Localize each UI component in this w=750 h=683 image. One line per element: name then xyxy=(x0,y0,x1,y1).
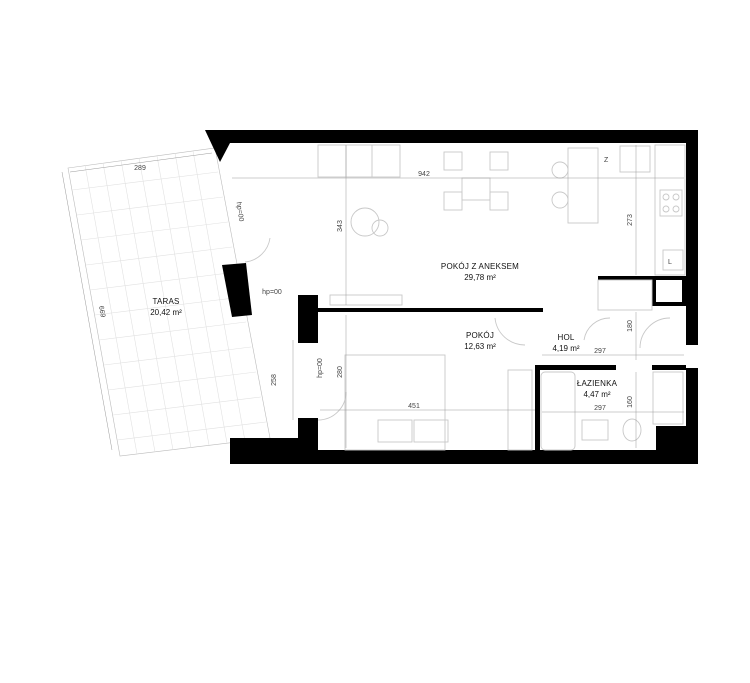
door-swing-entrance xyxy=(639,317,671,349)
wall-bottom xyxy=(230,450,698,464)
coffee-table xyxy=(350,207,380,237)
kitchen-sink xyxy=(662,249,684,271)
bar-stool xyxy=(551,161,569,179)
door-swing-bath xyxy=(583,317,611,341)
dim-terrace-top: 289 xyxy=(134,165,146,172)
shower xyxy=(652,371,684,425)
terrace-grid xyxy=(71,150,267,455)
dimension-lines xyxy=(232,145,684,448)
chair xyxy=(489,151,509,171)
fridge xyxy=(619,145,651,173)
wall-bath-corner xyxy=(656,426,686,450)
bedroom-name: POKÓJ xyxy=(466,331,494,340)
hall-area: 4,19 m² xyxy=(552,344,579,353)
pillow xyxy=(377,419,413,443)
dim-bedroom-width: 451 xyxy=(408,403,420,410)
wall-bath-top-right xyxy=(652,365,686,370)
dim-living-width: 942 xyxy=(418,171,430,178)
furniture: Z L xyxy=(317,144,686,451)
wall-right-lower xyxy=(686,368,698,464)
dim-hall-height: 180 xyxy=(627,320,634,332)
bathtub xyxy=(540,371,576,451)
chair xyxy=(443,191,463,211)
wall-right-mid xyxy=(686,280,698,345)
wall-right-upper xyxy=(686,130,698,280)
dim-living-height: 343 xyxy=(337,220,344,232)
kitchen-counter xyxy=(654,144,686,276)
toilet xyxy=(622,418,642,442)
walls xyxy=(205,130,698,464)
dim-bath-height: 160 xyxy=(627,396,634,408)
terrace-name: TARAS xyxy=(152,297,179,306)
bed xyxy=(344,354,446,451)
dining-table xyxy=(461,177,491,201)
bathroom-name: ŁAZIENKA xyxy=(577,379,618,388)
door-swing-bedroom xyxy=(494,317,526,346)
shaft-opening xyxy=(656,280,682,302)
kitchen-island xyxy=(567,147,599,224)
door-tag-upper: hp=00 xyxy=(235,202,245,223)
dim-hall-width: 297 xyxy=(594,348,606,355)
living-room-area: 29,78 m² xyxy=(464,273,496,282)
wall-top xyxy=(205,130,698,162)
chair xyxy=(443,151,463,171)
dim-bath-width: 297 xyxy=(594,405,606,412)
wall-left-bottom xyxy=(230,438,318,464)
chair xyxy=(489,191,509,211)
door-swing-terrace xyxy=(244,237,271,263)
wall-wardrobe-top xyxy=(598,276,652,280)
fridge-mark: Z xyxy=(604,157,609,164)
dim-bedroom-height: 280 xyxy=(337,366,344,378)
bedroom-area: 12,63 m² xyxy=(464,342,496,351)
dim-kitchen-height: 273 xyxy=(627,214,634,226)
threshold-upper: hp=00 xyxy=(262,289,282,296)
doors xyxy=(244,237,671,421)
hall-name: HOL xyxy=(557,333,574,342)
wall-bath-left xyxy=(535,365,540,453)
side-table xyxy=(371,219,389,237)
tv-cabinet xyxy=(329,294,403,306)
wall-bedroom-top xyxy=(318,308,543,312)
terrace-area: 20,42 m² xyxy=(150,308,182,317)
wall-bath-top xyxy=(540,365,616,370)
terrace xyxy=(61,147,294,457)
door-tag-lower: hp=00 xyxy=(317,358,324,378)
terrace-top-dimension-line xyxy=(69,152,213,173)
sofa xyxy=(317,144,401,178)
pillow xyxy=(413,419,449,443)
bar-stool xyxy=(551,191,569,209)
wardrobe xyxy=(597,279,653,311)
fridge-mark-2: L xyxy=(668,259,672,266)
bathroom-area: 4,47 m² xyxy=(583,390,610,399)
washbasin xyxy=(581,419,609,441)
door-swing-bedroom-terrace xyxy=(317,391,347,421)
wall-pier-middle xyxy=(298,295,318,343)
living-room-name: POKÓJ Z ANEKSEM xyxy=(441,262,519,271)
dim-terrace-side: 669 xyxy=(97,305,106,318)
cooktop xyxy=(659,189,683,217)
wall-left-pier-upper xyxy=(222,263,252,317)
terrace-side-dimension-line xyxy=(61,171,113,451)
dim-terrace-door: 258 xyxy=(271,374,278,386)
